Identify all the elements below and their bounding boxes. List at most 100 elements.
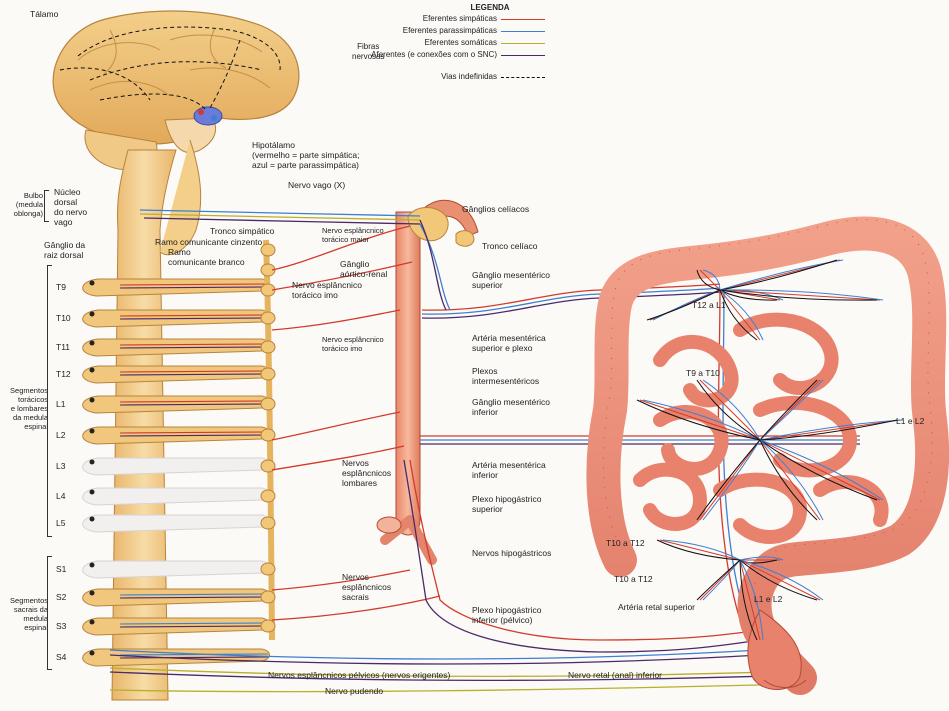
segment-s2: [82, 588, 270, 607]
label-inferior-mesenteric-artery: Artéria mesentérica inferior: [472, 460, 546, 480]
segment-label-s3: S3: [56, 621, 67, 631]
legend-swatch: [501, 55, 545, 56]
label-pudendal-nerve: Nervo pudendo: [325, 686, 384, 696]
dorsal-root-ganglion-dot: [89, 367, 95, 373]
chain-ganglion: [260, 459, 276, 473]
dorsal-root-ganglion-dot: [89, 280, 95, 286]
legend-group-label: Fibras nervosas: [352, 42, 385, 61]
label-dorsal-vagal-nucleus: Núcleo dorsal do nervo vago: [54, 187, 88, 227]
chain-ganglion: [260, 590, 276, 604]
chain-ganglion: [260, 397, 276, 411]
label-inferior-mesenteric-ganglion: Gânglio mesentérico inferior: [472, 397, 550, 417]
label-superior-rectal-artery: Artéria retal superior: [618, 602, 696, 612]
segment-label-t10: T10: [56, 313, 71, 323]
label-thalamus: Tálamo: [30, 9, 59, 19]
spinal-cord: [111, 139, 202, 701]
segment-label-s2: S2: [56, 592, 67, 602]
enteric-branches: [636, 259, 904, 641]
segment-label-t9: T9: [56, 282, 66, 292]
label-white-ramus: Ramo comunicante branco: [168, 247, 245, 267]
legend: LEGENDA Eferentes simpáticas Eferentes p…: [371, 3, 545, 84]
chain-ganglion: [260, 263, 276, 277]
label-aorticorenal-ganglion: Gânglio aórtico-renal: [340, 259, 388, 279]
label-lumbar-splanchnics: Nervos esplâncnicos lombares: [342, 458, 392, 488]
label-superior-mesenteric-artery: Artéria mesentérica superior e plexo: [472, 333, 546, 353]
label-sacral-splanchnics: Nervos esplâncnicos sacrais: [342, 572, 392, 602]
chain-ganglion: [260, 619, 276, 633]
chain-ganglion: [260, 367, 276, 381]
label-intermesenteric-plexus: Plexos intermesentéricos: [472, 366, 540, 386]
chain-ganglion: [260, 311, 276, 325]
label-medulla: Bulbo (medula oblonga): [13, 191, 43, 218]
segment-s3: [82, 617, 270, 636]
dorsal-root-ganglion-dot: [89, 428, 95, 434]
dorsal-root-ganglion-dot: [89, 619, 95, 625]
legend-item-undefined: Vias indefinidas: [395, 72, 545, 84]
chain-ganglion: [260, 340, 276, 354]
label-t10-t12-b: T10 a T12: [614, 574, 653, 584]
dorsal-root-ganglion-dot: [89, 590, 95, 596]
segment-label-t12: T12: [56, 369, 71, 379]
label-superior-hypogastric-plexus: Plexo hipogástrico superior: [472, 494, 542, 514]
segment-s1: [82, 560, 270, 579]
segment-t9: [82, 278, 270, 297]
label-celiac-ganglia: Gânglios celíacos: [462, 204, 530, 214]
label-sympathetic-trunk: Tronco simpático: [210, 226, 275, 236]
segment-t11: [82, 338, 270, 357]
legend-item-afferent: Aferentes (e conexões com o SNC): [371, 50, 545, 72]
label-t9-t10: T9 a T10: [686, 368, 720, 378]
dorsal-root-ganglion-dot: [89, 562, 95, 568]
label-gray-ramus: Ramo comunicante cinzento: [155, 237, 263, 247]
segment-label-l3: L3: [56, 461, 66, 471]
label-superior-mesenteric-ganglion: Gânglio mesentérico superior: [472, 270, 550, 290]
legend-item-label: Aferentes (e conexões com o SNC): [371, 50, 497, 59]
segment-label-l5: L5: [56, 518, 66, 528]
legend-item-sympathetic: Eferentes simpáticas: [395, 14, 545, 26]
label-hypogastric-nerves: Nervos hipogástricos: [472, 548, 552, 558]
legend-item-parasympathetic: Eferentes parassimpáticas: [395, 26, 545, 38]
segment-label-l4: L4: [56, 491, 66, 501]
brain: [52, 10, 300, 171]
dorsal-root-ganglion-dot: [89, 311, 95, 317]
label-l1-l2-bottom: L1 e L2: [754, 594, 783, 604]
legend-swatch: [501, 43, 545, 44]
label-inferior-rectal-nerve: Nervo retal (anal) inferior: [568, 670, 663, 680]
chain-ganglion: [260, 489, 276, 503]
sympathetic-trunk: [260, 239, 276, 641]
segment-l5: [82, 514, 270, 533]
label-greater-splanchnic: Nervo esplâncnico torácico maior: [322, 226, 384, 244]
label-least-splanchnic: Nervo esplâncnico torácico imo: [322, 335, 384, 353]
chain-ganglion: [260, 428, 276, 442]
segment-label-s4: S4: [56, 652, 67, 662]
segment-label-l1: L1: [56, 399, 66, 409]
label-t12-l1: T12 a L1: [692, 300, 726, 310]
dorsal-root-ganglion-dot: [89, 397, 95, 403]
segment-s4: [82, 648, 270, 667]
brace-thoracolumbar: [47, 265, 52, 537]
dorsal-root-ganglion-dot: [89, 459, 95, 465]
segment-nerves: [82, 278, 270, 667]
legend-item-label: Vias indefinidas: [441, 72, 497, 81]
chain-ganglion: [260, 562, 276, 576]
dorsal-root-ganglion-dot: [89, 340, 95, 346]
segment-l1: [82, 395, 270, 414]
legend-title: LEGENDA: [470, 3, 510, 12]
chain-ganglion: [260, 516, 276, 530]
label-thoracolumbar-segments: Segmentos torácicos e lombares da medula…: [10, 386, 48, 431]
legend-item-label: Eferentes parassimpáticas: [402, 26, 497, 35]
label-vagus-nerve: Nervo vago (X): [288, 180, 346, 190]
chain-ganglion: [260, 243, 276, 257]
aorta: [376, 199, 479, 565]
segment-l3: [82, 457, 270, 476]
segment-l4: [82, 487, 270, 506]
legend-item-somatic: Eferentes somáticas: [395, 38, 545, 50]
colon: [586, 216, 949, 695]
label-celiac-trunk: Tronco celíaco: [482, 241, 538, 251]
legend-item-label: Eferentes somáticas: [424, 38, 497, 47]
segment-label-t11: T11: [56, 342, 71, 352]
nerve-pathways: [109, 209, 860, 693]
dorsal-root-ganglion-dot: [89, 489, 95, 495]
label-pelvic-splanchnics: Nervos esplâncnicos pélvicos (nervos eri…: [268, 670, 451, 680]
label-sacral-segments: Segmentos sacrais da medula espinal: [10, 596, 48, 632]
